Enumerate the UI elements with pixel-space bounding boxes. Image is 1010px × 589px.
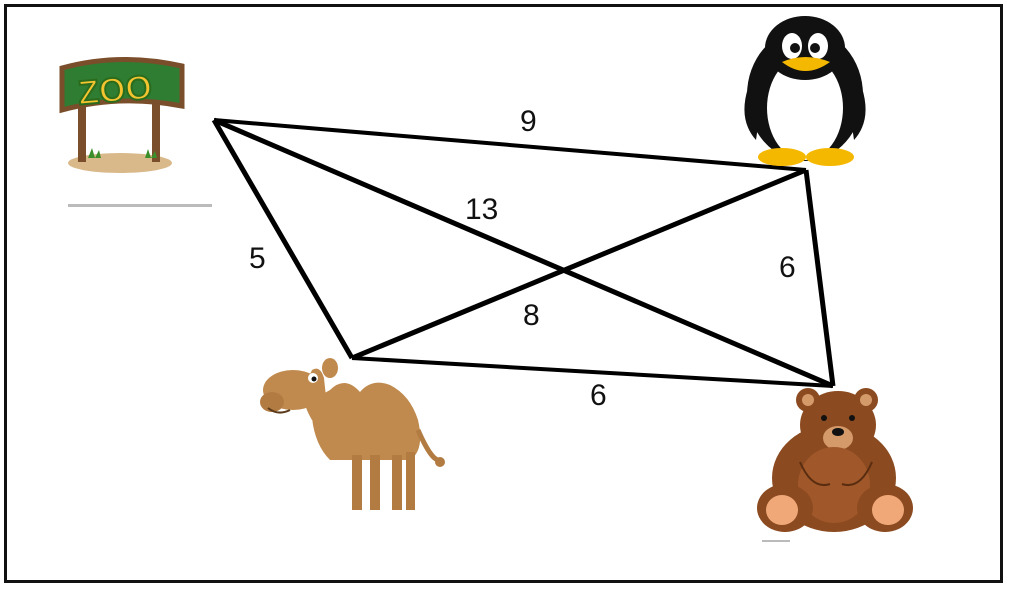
edge-label-camel-bear: 6 <box>590 379 607 412</box>
edges-layer <box>211 117 836 389</box>
edge-zoo-camel <box>211 118 355 360</box>
edge-zoo-bear <box>213 117 834 389</box>
edge-zoo-penguin <box>213 118 807 172</box>
edge-label-zoo-bear: 13 <box>465 193 498 226</box>
zoo-sign-text: ZOO <box>77 68 154 112</box>
zoo-sign-icon: ZOO <box>59 57 212 207</box>
edge-label-penguin-bear: 6 <box>779 251 796 284</box>
camel-icon <box>260 358 445 510</box>
edge-label-zoo-penguin: 9 <box>520 105 537 138</box>
edge-label-camel-penguin: 8 <box>523 299 540 332</box>
edge-penguin-bear <box>803 169 836 387</box>
edge-label-zoo-camel: 5 <box>249 242 266 275</box>
bear-icon <box>757 388 913 542</box>
edge-camel-penguin <box>351 167 807 361</box>
penguin-icon <box>744 16 866 166</box>
edge-camel-bear <box>351 356 834 388</box>
